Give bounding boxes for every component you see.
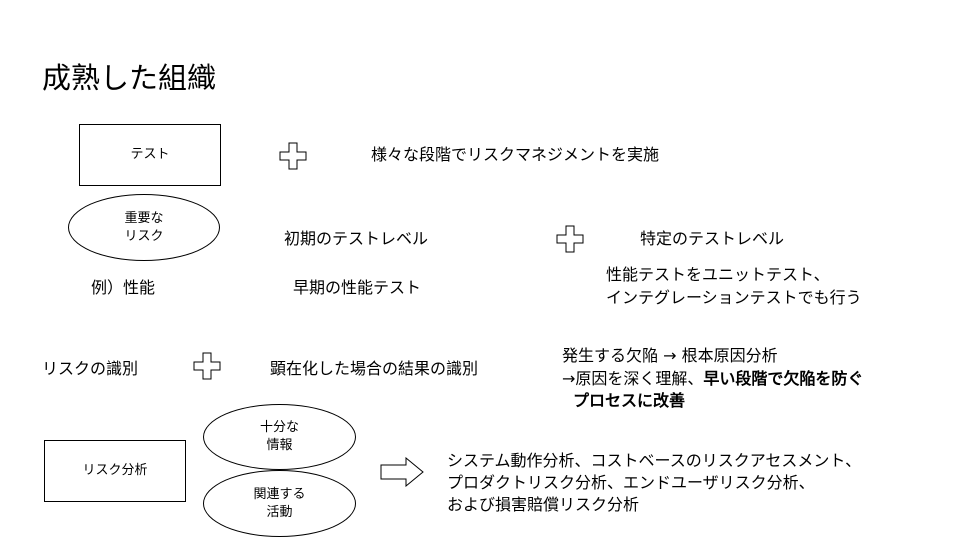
- defect-line2-bold: 早い段階で欠陥を防ぐ: [703, 369, 864, 388]
- initial-test-level: 初期のテストレベル: [284, 229, 429, 248]
- oval-line: 十分な: [259, 420, 299, 435]
- plus-icon: [193, 352, 221, 380]
- risk-identification: リスクの識別: [42, 359, 139, 378]
- right-arrow-icon: [380, 457, 424, 487]
- example-performance: 例）性能: [91, 278, 156, 297]
- important-risk-oval: 重要な リスク: [68, 194, 220, 261]
- defect-line3-bold: プロセスに改善: [573, 391, 686, 410]
- oval-line: 重要な: [124, 210, 164, 226]
- sufficient-info-oval: 十分な 情報: [203, 404, 356, 470]
- plus-icon: [556, 225, 584, 253]
- perf-detail-line2: インテグレーションテストでも行う: [606, 288, 862, 307]
- oval-line: リスク: [124, 228, 164, 244]
- defect-line2-prefix: →原因を深く理解、: [562, 369, 704, 388]
- test-box-label: テスト: [130, 147, 170, 162]
- oval-line: 関連する: [253, 486, 306, 502]
- defect-line2: →原因を深く理解、早い段階で欠陥を防ぐ: [562, 368, 863, 390]
- risk-management-text: 様々な段階でリスクマネジメントを実施: [371, 145, 660, 164]
- page-title: 成熟した組織: [42, 61, 217, 95]
- analysis-result-line2: プロダクトリスク分析、エンドユーザリスク分析、: [447, 473, 815, 492]
- oval-line: 情報: [266, 438, 293, 453]
- perf-detail-line1: 性能テストをユニットテスト、: [606, 265, 830, 284]
- result-identification: 顕在化した場合の結果の識別: [270, 359, 479, 378]
- early-performance-test: 早期の性能テスト: [293, 278, 422, 297]
- risk-analysis-box: リスク分析: [44, 440, 186, 502]
- risk-analysis-label: リスク分析: [82, 463, 148, 478]
- analysis-result-line3: および損害賠償リスク分析: [447, 495, 640, 514]
- plus-icon: [279, 142, 307, 170]
- test-box: テスト: [79, 124, 221, 186]
- defect-line1: 発生する欠陥 → 根本原因分析: [562, 346, 778, 365]
- analysis-result-line1: システム動作分析、コストベースのリスクアセスメント、: [447, 451, 862, 470]
- defect-line3: プロセスに改善: [573, 390, 685, 412]
- related-activities-oval: 関連する 活動: [203, 470, 356, 537]
- oval-line: 活動: [266, 504, 293, 520]
- specific-test-level: 特定のテストレベル: [640, 229, 785, 248]
